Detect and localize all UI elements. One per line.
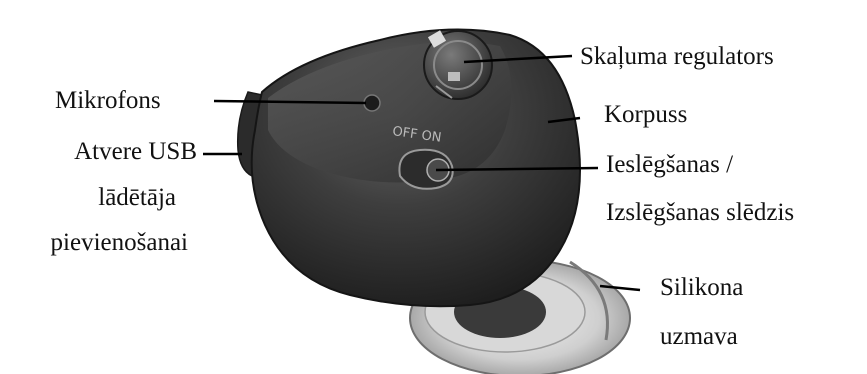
volume-wheel (424, 30, 492, 99)
label-skaluma-regulators: Skaļuma regulators (580, 42, 774, 72)
label-korpuss: Korpuss (604, 100, 687, 130)
label-silikona-line1: Silikona (660, 273, 743, 303)
label-atvere-line2: lādētāja (0, 183, 176, 213)
microphone-hole (364, 95, 380, 111)
label-mikrofons: Mikrofons (55, 86, 161, 116)
label-atvere-line3: pievienošanai (0, 228, 188, 258)
label-atvere-line1: Atvere USB (0, 137, 197, 167)
label-ieslegsanas-line1: Ieslēgšanas / (606, 150, 733, 180)
label-silikona-line2: uzmava (660, 322, 738, 352)
label-ieslegsanas-line2: Izslēgšanas slēdzis (606, 198, 794, 228)
